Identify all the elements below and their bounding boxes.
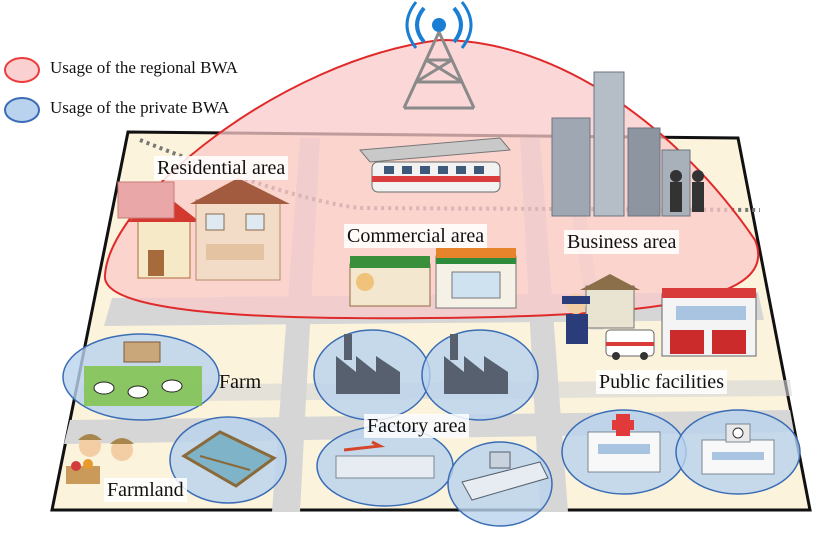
legend-private-marker: [4, 97, 40, 123]
legend-private-label: Usage of the private BWA: [50, 98, 230, 117]
ship-icon: [461, 451, 549, 501]
fire-station-icon: [661, 288, 757, 357]
ambulance-icon: [605, 329, 655, 360]
airport-icon: [335, 440, 435, 479]
commercial-area-label: Commercial area: [344, 224, 488, 248]
skyscraper-icon: [551, 71, 704, 217]
farmland-label: Farmland: [104, 478, 187, 502]
radio-tower-icon: [402, 1, 476, 110]
legend-regional-label: Usage of the regional BWA: [50, 58, 238, 77]
school-icon: [701, 423, 775, 475]
legend-regional-marker: [4, 57, 40, 83]
cow-icon: [84, 341, 202, 406]
farmer-icon: [66, 434, 134, 484]
rice-field-icon: [181, 430, 277, 488]
farm-label: Farm: [219, 371, 262, 393]
residential-area-label: Residential area: [154, 156, 289, 180]
shop-icon: [349, 248, 517, 309]
hospital-icon: [587, 414, 661, 473]
house-icon: [117, 178, 290, 281]
police-icon: [562, 274, 640, 344]
factory-area-label: Factory area: [364, 414, 470, 438]
train-station-icon: [359, 137, 511, 193]
business-area-label: Business area: [564, 230, 680, 254]
legend: [4, 57, 40, 123]
public-facilities-label: Public facilities: [596, 370, 727, 394]
factory-icon: [336, 334, 508, 394]
